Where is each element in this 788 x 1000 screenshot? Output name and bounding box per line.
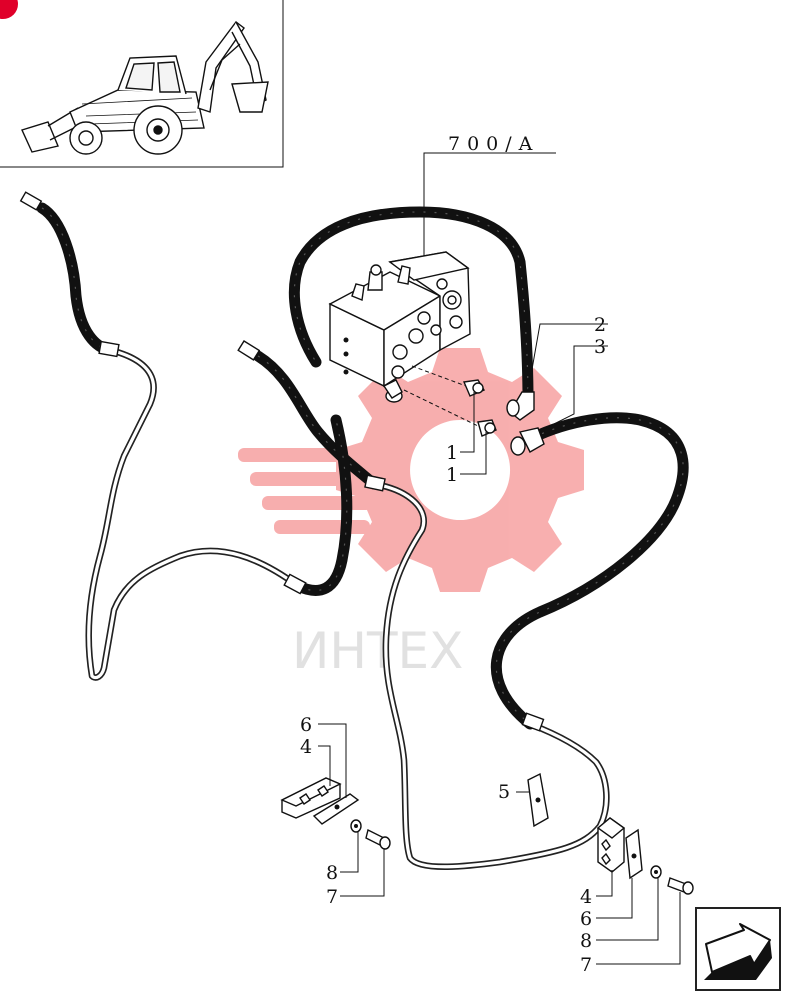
callout-bracket-5: 5 xyxy=(498,781,510,803)
adapter-lower xyxy=(477,419,497,437)
callout-left-block-4: 4 xyxy=(300,736,312,758)
install-line-upper xyxy=(411,365,467,387)
backhoe-loader-icon xyxy=(21,21,269,155)
hose-center xyxy=(237,340,380,596)
callout-left-bolt-7: 7 xyxy=(326,886,338,908)
hose-left-long xyxy=(19,191,116,356)
reference-label: 700/A xyxy=(448,133,539,155)
callout-adapter-lower: 1 xyxy=(446,464,458,486)
reference-leader xyxy=(423,152,556,258)
next-page-button[interactable] xyxy=(695,907,781,991)
hose-3 xyxy=(490,412,689,730)
callout-right-block-4: 4 xyxy=(580,886,592,908)
next-page-arrow-icon xyxy=(704,923,772,980)
watermark-text: ИНТЕХ xyxy=(292,622,463,680)
clamp-assembly-right xyxy=(596,817,694,895)
callout-adapter-upper: 1 xyxy=(446,442,458,464)
corner-badge xyxy=(0,0,18,19)
vehicle-inset xyxy=(0,0,284,168)
callout-right-bolt-7: 7 xyxy=(580,954,592,976)
callout-hose-3: 3 xyxy=(594,336,606,358)
bracket-5 xyxy=(527,772,549,828)
callout-leaders xyxy=(318,323,681,965)
callout-hose-2: 2 xyxy=(594,314,606,336)
callout-labels: 2 3 1 1 5 6 4 8 7 4 6 8 7 xyxy=(300,314,606,976)
clamp-assembly-left xyxy=(280,777,391,850)
control-valve xyxy=(328,251,471,403)
pipe-right-long xyxy=(364,474,610,870)
hose-2 xyxy=(288,206,535,421)
callout-right-plate-6: 6 xyxy=(580,908,592,930)
callout-left-plate-6: 6 xyxy=(300,714,312,736)
callout-right-washer-8: 8 xyxy=(580,930,592,952)
adapter-upper xyxy=(462,379,486,397)
pipe-left-loop xyxy=(85,340,307,681)
callout-left-washer-8: 8 xyxy=(326,862,338,884)
